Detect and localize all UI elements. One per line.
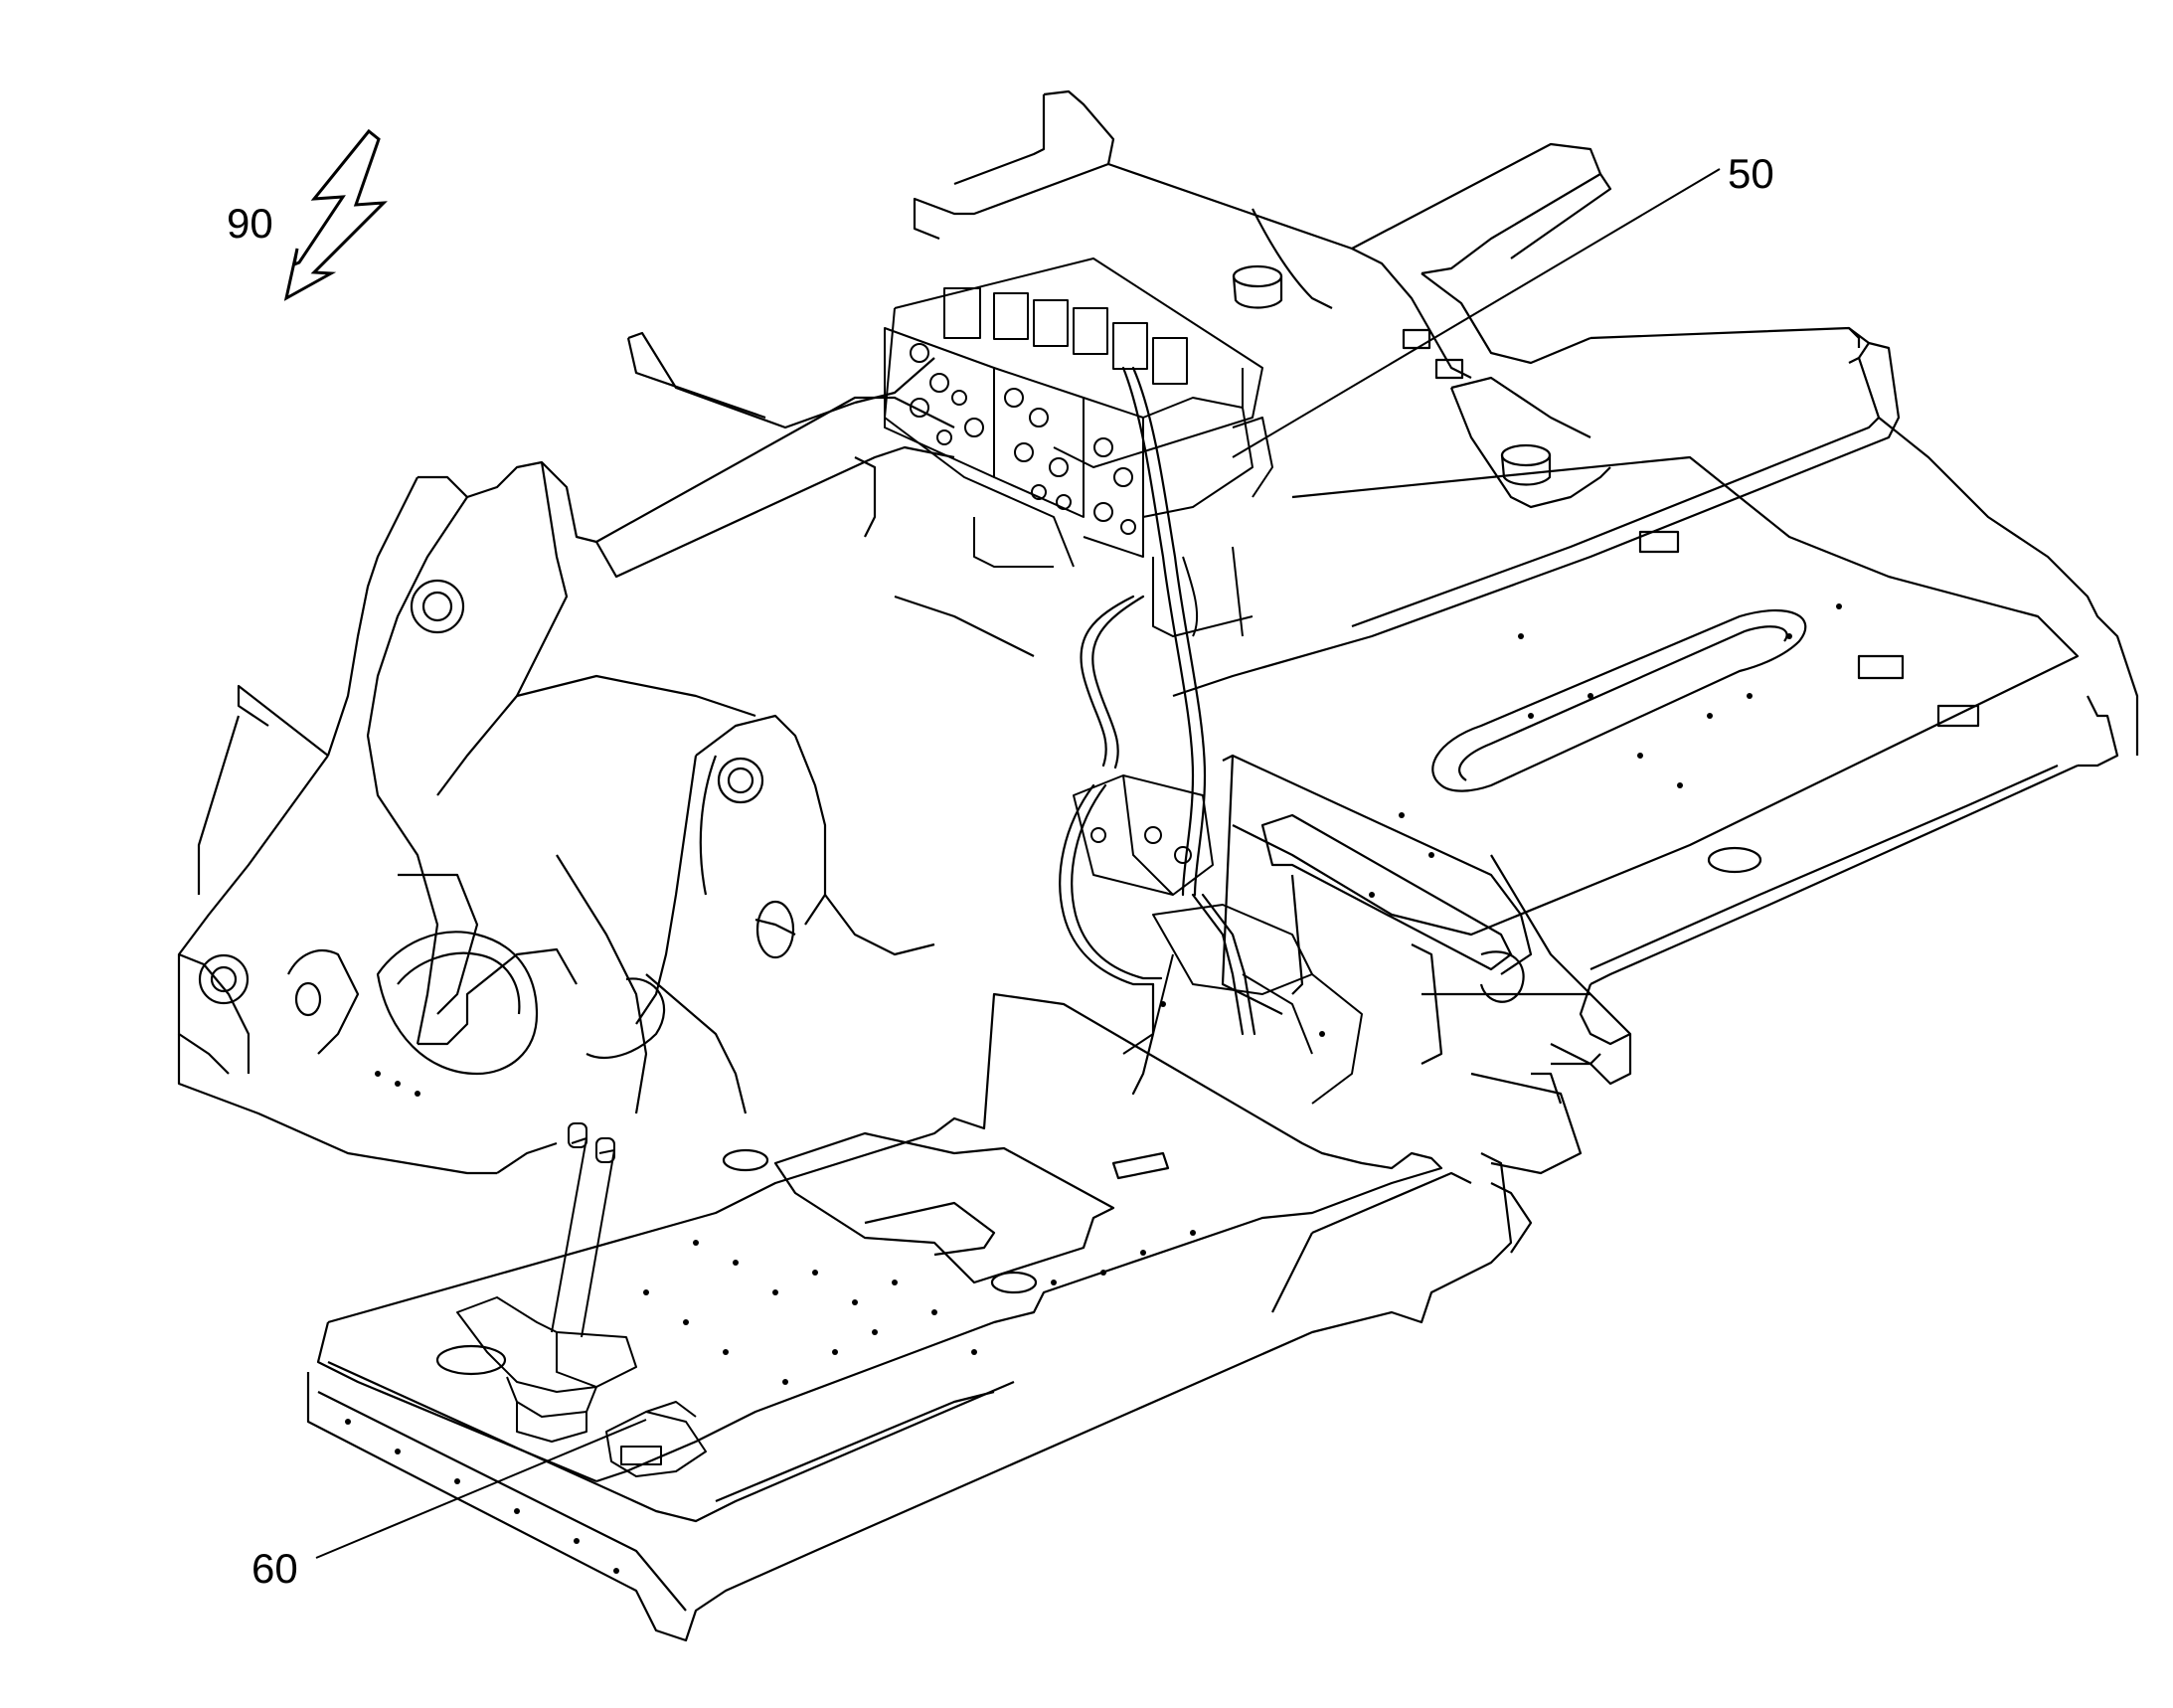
operator-floor-plate (318, 994, 1441, 1481)
leader-line-50 (1233, 169, 1720, 457)
mounting-bracket (1223, 756, 1630, 1084)
front-frame-towers (179, 398, 1034, 1173)
rear-floor-panel (1233, 457, 2078, 994)
hose-manifold (1074, 775, 1362, 1104)
operator-controls (457, 1123, 706, 1476)
lower-frame-rail (308, 1074, 1581, 1640)
leader-line-60 (316, 1420, 646, 1558)
reference-numeral-50: 50 (1728, 150, 1774, 197)
right-side-rail (1173, 343, 2137, 1064)
rear-upper-frame (628, 91, 1869, 507)
hydraulic-hoses (1060, 368, 1254, 1094)
lightning-bolt-icon (286, 131, 384, 298)
mounting-holes (345, 603, 1842, 1574)
reference-numeral-90: 90 (227, 200, 273, 247)
control-valve-block (885, 258, 1272, 636)
reference-numeral-60: 60 (251, 1545, 298, 1592)
